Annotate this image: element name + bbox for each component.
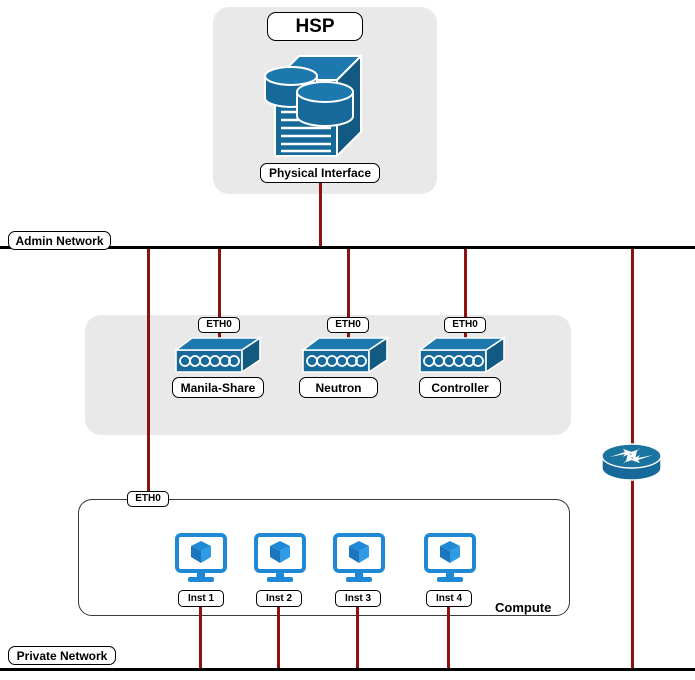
controller-label: Controller xyxy=(419,377,501,398)
instance-monitor-icon-3 xyxy=(333,533,385,585)
storage-server-icon xyxy=(263,48,367,160)
link-hsp-to-admin xyxy=(319,183,322,247)
link-admin-to-manila-share xyxy=(218,248,221,348)
link-instance-2-to-private xyxy=(277,606,280,669)
router-icon xyxy=(601,442,662,483)
admin-network-bus xyxy=(0,246,695,249)
instance-monitor-icon-4 xyxy=(424,533,476,585)
private-network-label: Private Network xyxy=(8,646,116,665)
instance-2-label: Inst 2 xyxy=(256,590,302,607)
manila-share-label: Manila-Share xyxy=(172,377,264,398)
admin-network-label: Admin Network xyxy=(8,231,111,250)
switch-icon-neutron xyxy=(299,336,391,376)
link-admin-to-controller xyxy=(464,248,467,348)
instance-3-label: Inst 3 xyxy=(335,590,381,607)
link-instance-1-to-private xyxy=(199,606,202,669)
neutron-port-label: ETH0 xyxy=(327,317,369,333)
compute-box xyxy=(78,499,570,616)
instance-1-label: Inst 1 xyxy=(178,590,224,607)
compute-label: Compute xyxy=(495,600,552,615)
services-panel xyxy=(85,315,571,435)
switch-icon-controller xyxy=(416,336,508,376)
link-instance-4-to-private xyxy=(447,606,450,669)
instance-monitor-icon-1 xyxy=(175,533,227,585)
private-network-bus xyxy=(0,668,695,671)
instance-4-label: Inst 4 xyxy=(426,590,472,607)
switch-icon-manila-share xyxy=(172,336,264,376)
compute-port-label: ETH0 xyxy=(127,491,169,507)
manila-share-port-label: ETH0 xyxy=(198,317,240,333)
physical-interface-label: Physical Interface xyxy=(260,163,380,183)
hsp-title-label: HSP xyxy=(267,12,363,41)
neutron-label: Neutron xyxy=(299,377,378,398)
link-admin-to-compute-eth0 xyxy=(147,248,150,494)
instance-monitor-icon-2 xyxy=(254,533,306,585)
link-admin-to-neutron xyxy=(347,248,350,348)
controller-port-label: ETH0 xyxy=(444,317,486,333)
link-instance-3-to-private xyxy=(356,606,359,669)
